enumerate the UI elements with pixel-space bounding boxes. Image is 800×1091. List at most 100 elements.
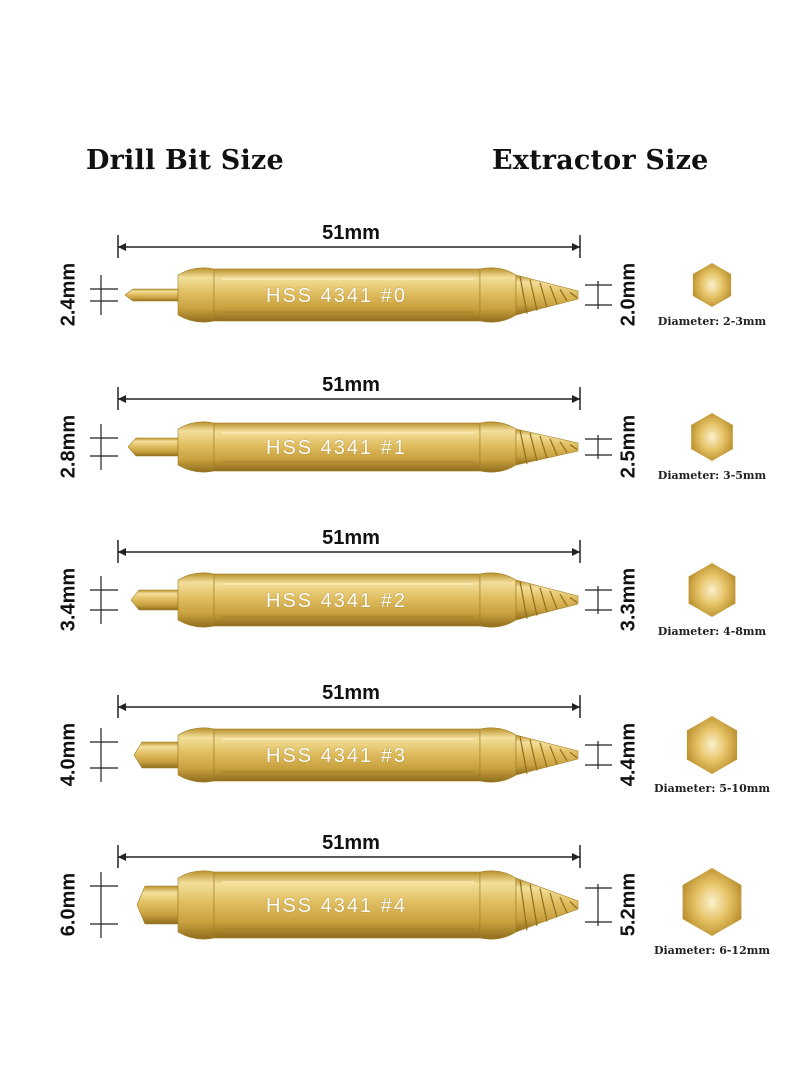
length-arrow-right <box>572 243 580 251</box>
drill-collar <box>177 870 215 940</box>
drill-tip <box>124 288 179 302</box>
stamp-text: HSS 4341 #3 <box>266 745 407 767</box>
length-label: 51mm <box>322 374 380 396</box>
length-arrow-left <box>118 243 126 251</box>
bit-drawing <box>90 540 612 628</box>
extractor-thread <box>569 291 578 299</box>
hex-shape <box>682 868 742 936</box>
length-arrow-left <box>118 548 126 556</box>
bit-row: 51mm 2.4mm 2.0mm HSS 4341 #0 Diameter: 2… <box>0 220 800 370</box>
extractor-thread <box>519 430 528 464</box>
extractor-hex-icon <box>686 411 738 468</box>
hex-shank <box>213 422 481 472</box>
extractor-thread <box>549 285 558 305</box>
diameter-label: Diameter: 6-12mm <box>653 944 771 957</box>
hex-face <box>691 413 733 461</box>
extractor-hex-icon <box>676 866 748 943</box>
extractor-thread <box>539 888 548 922</box>
diameter-label: Diameter: 4-8mm <box>657 625 767 638</box>
length-arrow-left <box>118 395 126 403</box>
stamp-text: HSS 4341 #2 <box>266 590 407 612</box>
bit-row: 51mm 3.4mm 3.3mm HSS 4341 #2 Diameter: 4… <box>0 525 800 675</box>
length-label: 51mm <box>322 832 380 854</box>
extractor-thread <box>529 883 538 927</box>
stamp-text: HSS 4341 #0 <box>266 285 407 307</box>
extractor-thread <box>559 593 568 607</box>
extractor-thread <box>559 288 568 302</box>
extractor-thread <box>519 736 528 774</box>
extractor-thread <box>549 892 558 918</box>
extractor-thread <box>529 739 538 771</box>
diameter-label: Diameter: 2-3mm <box>657 315 767 328</box>
extractor-thread <box>549 438 558 456</box>
extractor-thread <box>519 276 528 314</box>
extractor-thread <box>529 432 538 462</box>
length-arrow-right <box>572 548 580 556</box>
bit-row: 51mm 2.8mm 2.5mm HSS 4341 #1 Diameter: 3… <box>0 372 800 522</box>
extractor-thread <box>559 896 568 914</box>
bit-row: 51mm 6.0mm 5.2mm HSS 4341 #4 Diameter: 6… <box>0 830 800 980</box>
extractor-hex-icon <box>683 561 741 624</box>
drill-size-label: 6.0mm <box>57 872 80 937</box>
length-arrow-left <box>118 853 126 861</box>
length-arrow-left <box>118 703 126 711</box>
drill-tip <box>130 589 179 611</box>
extractor-thread <box>539 587 548 613</box>
drill-size-label: 2.8mm <box>57 414 80 479</box>
extractor-thread <box>539 435 548 459</box>
drill-size-label: 4.0mm <box>57 722 80 787</box>
extractor-size-label: 5.2mm <box>617 872 640 937</box>
extractor-thread <box>549 590 558 610</box>
hex-face <box>686 716 738 774</box>
extractor-cone <box>515 428 579 466</box>
bit-drawing <box>90 235 612 323</box>
hex-face <box>692 263 732 307</box>
drill-size-label: 3.4mm <box>57 567 80 632</box>
extractor-thread <box>539 282 548 308</box>
drill-collar <box>177 727 215 783</box>
drill-collar <box>177 421 215 473</box>
stamp-text: HSS 4341 #4 <box>266 895 407 917</box>
hex-shape <box>692 263 732 307</box>
extractor-cone <box>515 274 579 316</box>
extractor-hex-icon <box>681 714 743 781</box>
extractor-thread <box>549 745 558 765</box>
hex-shank <box>213 871 481 939</box>
extractor-thread <box>519 879 528 931</box>
hex-face <box>688 563 736 617</box>
length-label: 51mm <box>322 222 380 244</box>
drill-collar <box>177 572 215 628</box>
hex-face <box>682 868 742 936</box>
extractor-cone <box>515 579 579 621</box>
extractor-cone <box>515 877 579 933</box>
drill-tip <box>127 437 179 457</box>
drill-tip <box>136 885 179 925</box>
diameter-label: Diameter: 5-10mm <box>653 782 771 795</box>
extractor-thread <box>569 596 578 604</box>
extractor-thread <box>569 751 578 759</box>
bit-drawing <box>90 845 612 940</box>
diameter-label: Diameter: 3-5mm <box>657 469 767 482</box>
extractor-thread <box>529 584 538 616</box>
extractor-thread <box>539 742 548 768</box>
hex-shape <box>688 563 736 617</box>
extractor-thread <box>559 441 568 453</box>
length-arrow-right <box>572 395 580 403</box>
extractor-thread <box>529 279 538 311</box>
extractor-thread <box>569 901 578 909</box>
extractor-hex-icon <box>688 261 736 314</box>
extractor-thread <box>569 444 578 450</box>
length-label: 51mm <box>322 682 380 704</box>
hex-shape <box>691 413 733 461</box>
drill-bit-size-heading: Drill Bit Size <box>86 145 284 176</box>
length-label: 51mm <box>322 527 380 549</box>
drill-collar <box>177 267 215 323</box>
bit-drawing <box>90 695 612 783</box>
extractor-size-heading: Extractor Size <box>492 145 709 176</box>
stamp-text: HSS 4341 #1 <box>266 437 407 459</box>
bit-row: 51mm 4.0mm 4.4mm HSS 4341 #3 Diameter: 5… <box>0 680 800 830</box>
length-arrow-right <box>572 703 580 711</box>
drill-tip <box>133 741 179 769</box>
drill-size-label: 2.4mm <box>57 262 80 327</box>
extractor-thread <box>519 581 528 619</box>
